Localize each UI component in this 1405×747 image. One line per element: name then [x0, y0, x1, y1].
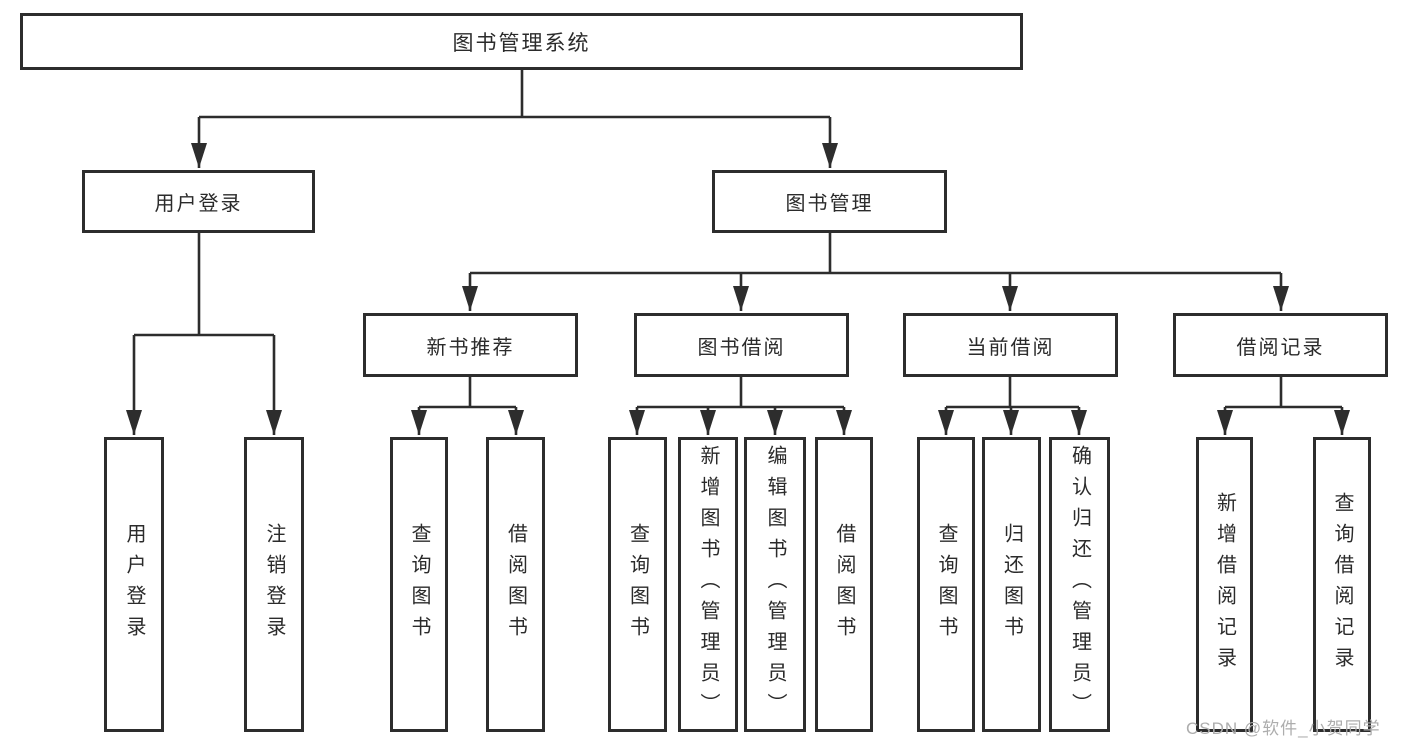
leaf-query-books-recommend: 查询图书 — [390, 437, 448, 732]
leaf-query-books-current: 查询图书 — [917, 437, 975, 732]
node-book-borrowing: 图书借阅 — [634, 313, 849, 377]
leaf-confirm-return-admin: 确认归还（管理员） — [1049, 437, 1110, 732]
leaf-query-borrow-record: 查询借阅记录 — [1313, 437, 1371, 732]
node-current-borrowing: 当前借阅 — [903, 313, 1118, 377]
leaf-borrow-books-recommend: 借阅图书 — [486, 437, 545, 732]
node-user-login: 用户登录 — [82, 170, 315, 233]
leaf-query-books-borrow: 查询图书 — [608, 437, 667, 732]
node-borrowing-records: 借阅记录 — [1173, 313, 1388, 377]
leaf-user-login: 用户登录 — [104, 437, 164, 732]
node-book-management: 图书管理 — [712, 170, 947, 233]
leaf-edit-books-admin: 编辑图书（管理员） — [744, 437, 806, 732]
node-library-management-system: 图书管理系统 — [20, 13, 1023, 70]
leaf-add-borrow-record: 新增借阅记录 — [1196, 437, 1253, 732]
csdn-watermark: CSDN @软件_小贺同学 — [1186, 719, 1381, 738]
arrowheads-group — [126, 117, 1350, 435]
leaf-logout: 注销登录 — [244, 437, 304, 732]
leaf-return-books: 归还图书 — [982, 437, 1041, 732]
node-new-book-recommendation: 新书推荐 — [363, 313, 578, 377]
leaf-borrow-books-borrow: 借阅图书 — [815, 437, 873, 732]
leaf-add-books-admin: 新增图书（管理员） — [678, 437, 738, 732]
